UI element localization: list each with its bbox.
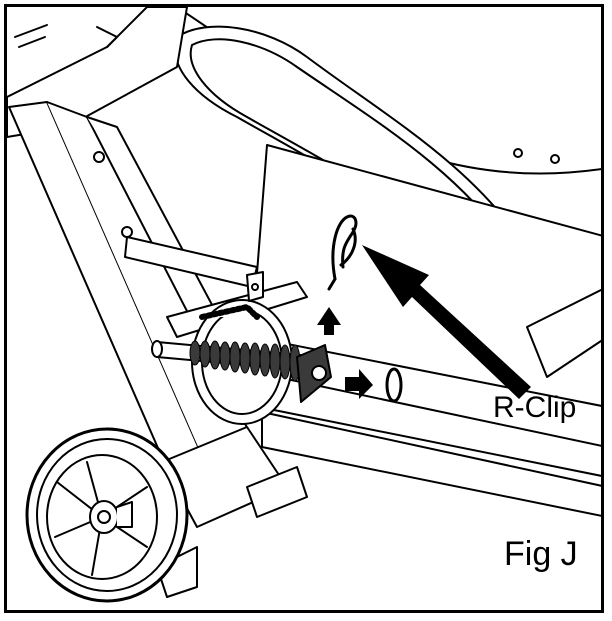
figure-caption: Fig J <box>504 535 578 573</box>
r-clip <box>331 214 358 281</box>
frame-bolt <box>121 226 133 238</box>
direction-arrows <box>317 307 373 399</box>
washer <box>385 367 403 403</box>
r-clip-label: R-Clip <box>493 391 577 424</box>
base-rail <box>261 411 601 517</box>
up-arrow <box>317 307 341 335</box>
frame-bolt <box>93 151 105 163</box>
wheel-spokes <box>54 461 148 576</box>
figure-frame: R-Clip Fig J <box>4 4 604 613</box>
callout-arrow <box>362 245 531 399</box>
assembly-drawing <box>7 7 601 603</box>
right-arrow <box>345 369 373 399</box>
